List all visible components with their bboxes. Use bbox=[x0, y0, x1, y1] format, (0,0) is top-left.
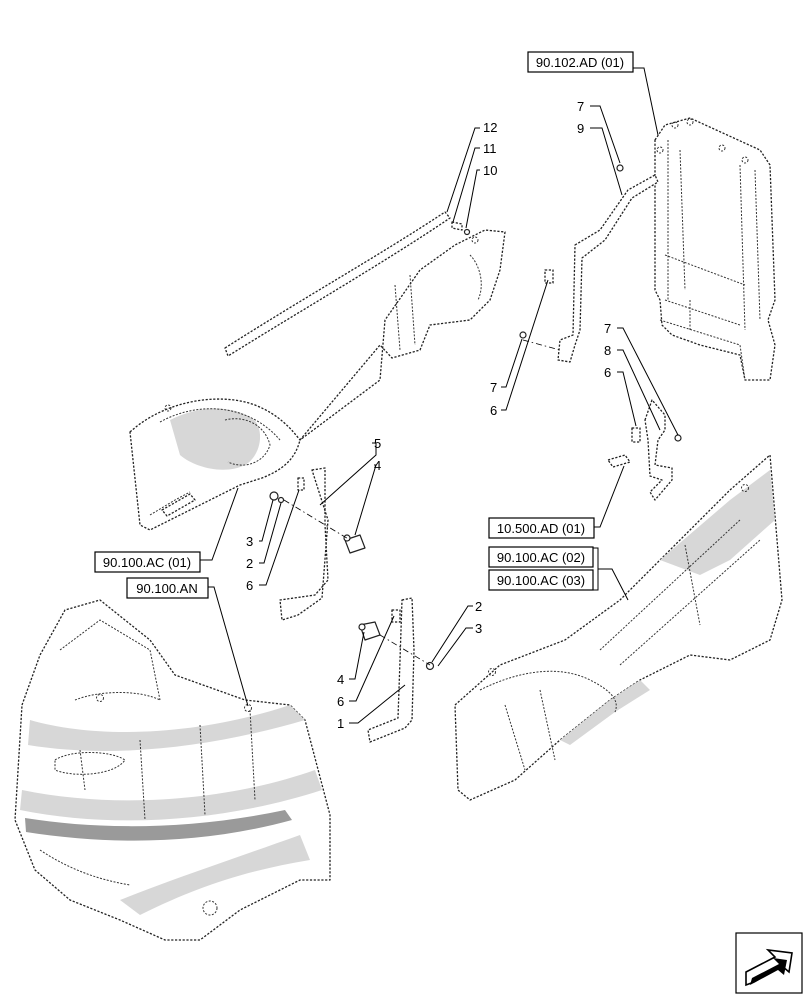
reference-label-90-102-ad-01[interactable]: 90.102.AD (01) bbox=[527, 51, 634, 73]
seal-clip bbox=[451, 221, 471, 236]
callout-10: 10 bbox=[483, 163, 497, 178]
cab-frame bbox=[654, 117, 776, 381]
next-page-arrow-icon[interactable] bbox=[735, 932, 803, 994]
callout-2: 2 bbox=[475, 599, 482, 614]
reference-label-90-100-ac-02[interactable]: 90.100.AC (02) bbox=[488, 546, 594, 568]
reference-text: 90.100.AC (02) bbox=[497, 550, 585, 565]
reference-text: 90.100.AN bbox=[136, 581, 197, 596]
callout-7: 7 bbox=[577, 99, 584, 114]
right-fender bbox=[454, 454, 783, 801]
callout-numbers: 12 11 10 7 9 7 6 7 8 6 5 4 3 2 6 2 3 4 6… bbox=[246, 99, 611, 731]
leader-lines bbox=[200, 67, 679, 724]
callout-6: 6 bbox=[337, 694, 344, 709]
reference-label-90-100-ac-01[interactable]: 90.100.AC (01) bbox=[94, 551, 201, 573]
reference-label-90-100-an[interactable]: 90.100.AN bbox=[126, 577, 209, 599]
left-fender bbox=[129, 229, 506, 531]
bracket-upper bbox=[519, 164, 659, 363]
callout-6: 6 bbox=[604, 365, 611, 380]
callout-1: 1 bbox=[337, 716, 344, 731]
reference-label-90-100-ac-03[interactable]: 90.100.AC (03) bbox=[488, 569, 594, 591]
reference-text: 90.100.AC (03) bbox=[497, 573, 585, 588]
callout-2: 2 bbox=[246, 556, 253, 571]
callout-7: 7 bbox=[490, 380, 497, 395]
bracket-center-upper bbox=[269, 467, 366, 621]
callout-12: 12 bbox=[483, 120, 497, 135]
callout-7: 7 bbox=[604, 321, 611, 336]
callout-5: 5 bbox=[374, 436, 381, 451]
callout-11: 11 bbox=[483, 141, 497, 156]
rubber-seal-strip bbox=[224, 211, 451, 357]
bracket-right bbox=[607, 399, 682, 501]
callout-8: 8 bbox=[604, 343, 611, 358]
callout-3: 3 bbox=[475, 621, 482, 636]
callout-6: 6 bbox=[246, 578, 253, 593]
reference-text: 90.102.AD (01) bbox=[536, 55, 624, 70]
bracket-center-lower bbox=[358, 597, 435, 743]
callout-6: 6 bbox=[490, 403, 497, 418]
callout-4: 4 bbox=[374, 458, 381, 473]
callout-3: 3 bbox=[246, 534, 253, 549]
reference-text: 10.500.AD (01) bbox=[497, 521, 585, 536]
callout-4: 4 bbox=[337, 672, 344, 687]
callout-9: 9 bbox=[577, 121, 584, 136]
hood bbox=[14, 599, 331, 941]
reference-label-10-500-ad-01[interactable]: 10.500.AD (01) bbox=[488, 517, 595, 539]
reference-text: 90.100.AC (01) bbox=[103, 555, 191, 570]
